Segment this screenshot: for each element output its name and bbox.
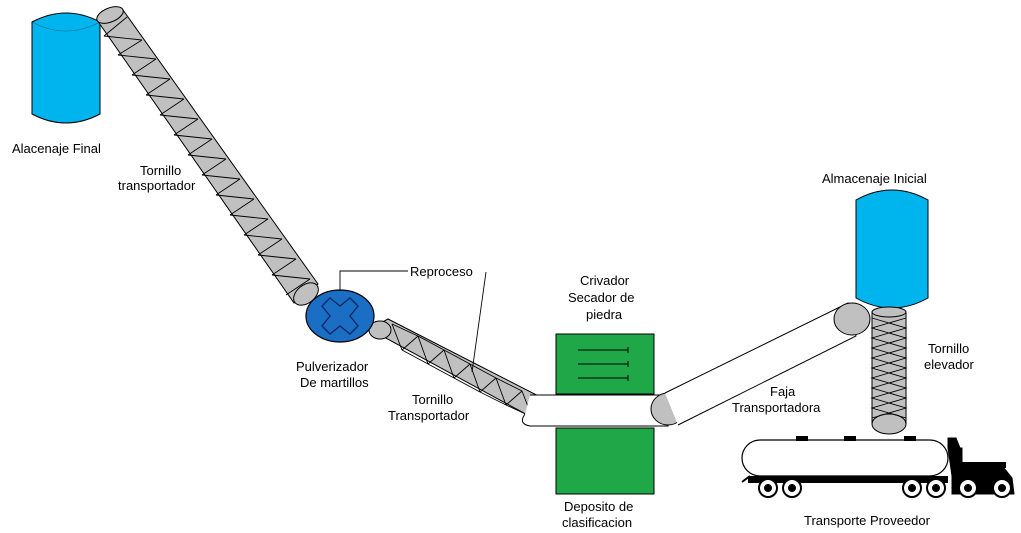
label-screener-line1: Crivador	[580, 273, 630, 288]
belt-roller-right	[833, 302, 871, 336]
label-elevator-line1: Tornillo	[928, 341, 969, 356]
label-screw-2-line1: Tornillo	[412, 392, 453, 407]
screw-conveyor-1	[96, 6, 319, 306]
truck-wheels	[758, 478, 1012, 498]
label-belt-line1: Faja	[770, 384, 796, 399]
label-screw-2-line2: Transportador	[388, 408, 470, 423]
label-classification-line2: clasificacion	[562, 515, 632, 530]
classification-deposit	[555, 427, 655, 495]
supplier-truck	[741, 436, 1015, 498]
label-initial-storage: Almacenaje Inicial	[822, 171, 927, 186]
label-screw-1-line1: Tornillo	[140, 163, 181, 178]
label-classification-line1: Deposito de	[564, 499, 633, 514]
tank	[741, 439, 949, 477]
label-screener-line2: Secador de	[568, 290, 635, 305]
elevator-screw	[870, 306, 908, 435]
initial-storage-silo	[855, 189, 929, 309]
label-final-storage: Alacenaje Final	[12, 141, 101, 156]
reprocess-leader	[339, 270, 487, 373]
final-storage-silo	[31, 12, 101, 124]
label-reprocess: Reproceso	[410, 264, 473, 279]
label-screener-line3: piedra	[586, 307, 623, 322]
inclined-belt	[664, 302, 871, 426]
label-pulverizer-line1: Pulverizador	[296, 359, 369, 374]
pulverizer-cross-icon	[321, 297, 359, 335]
horizontal-belt	[521, 392, 686, 427]
label-pulverizer-line2: De martillos	[300, 375, 369, 390]
screener-dryer	[555, 333, 655, 395]
label-elevator-line2: elevador	[924, 357, 975, 372]
label-screw-1-line2: transportador	[118, 178, 196, 193]
pulverizer	[305, 289, 375, 343]
label-supplier-transport: Transporte Proveedor	[804, 513, 931, 528]
label-belt-line2: Transportadora	[732, 400, 821, 415]
